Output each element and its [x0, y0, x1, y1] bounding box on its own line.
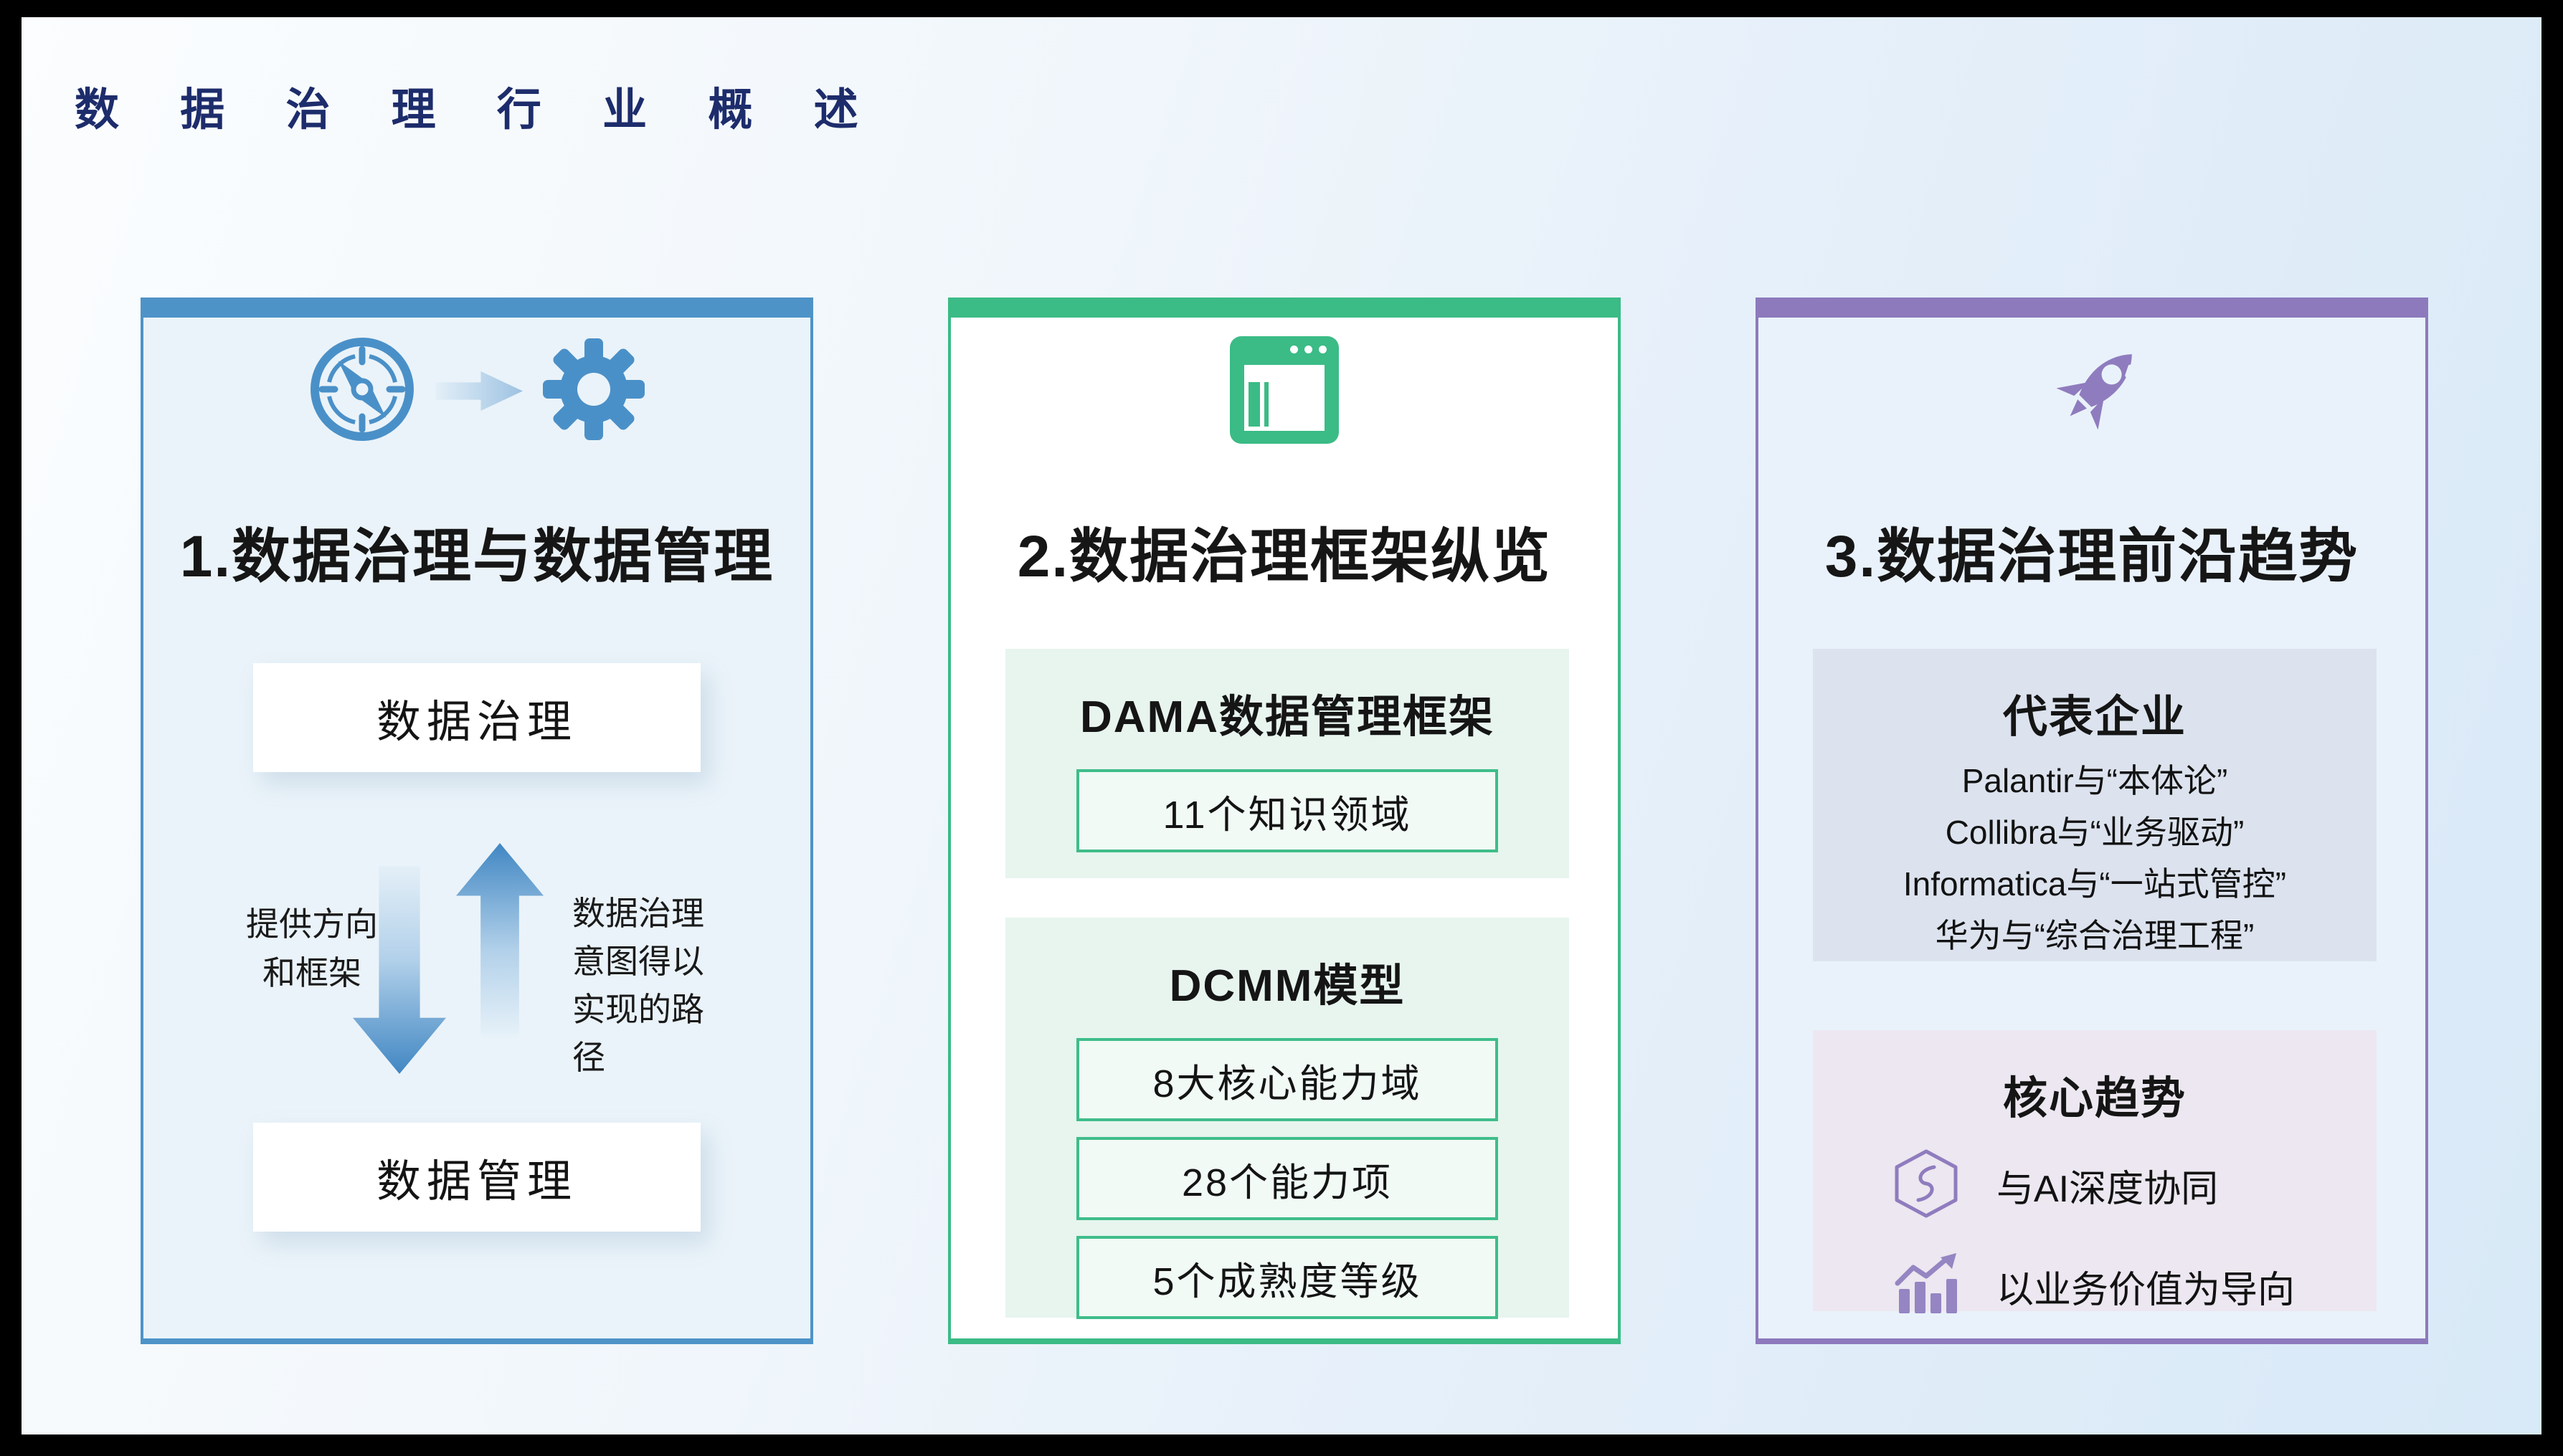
compass-icon [308, 335, 417, 447]
dcmm-item: 28个能力项 [1076, 1137, 1498, 1220]
window-dots [1290, 346, 1327, 353]
dama-section: DAMA数据管理框架 11个知识领域 [1005, 649, 1569, 878]
slide-page: 数 据 治 理 行 业 概 述 [22, 17, 2541, 1434]
card-framework-overview: 2.数据治理框架纵览 DAMA数据管理框架 11个知识领域 DCMM模型 8大核… [948, 298, 1621, 1344]
card2-accent-bar [948, 298, 1621, 318]
dama-item: 11个知识领域 [1076, 769, 1498, 852]
card2-title: 2.数据治理框架纵览 [1017, 524, 1552, 589]
up-arrow-label: 数据治理意图得以实现的路径 [572, 895, 704, 1076]
card3-body: 3.数据治理前沿趋势 代表企业 Palantir与“本体论” Collibra与… [1756, 318, 2428, 1344]
company-line: Palantir与“本体论” [1961, 762, 2228, 799]
dama-heading: DAMA数据管理框架 [1080, 693, 1494, 742]
cards-row: 1.数据治理与数据管理 数据治理 提供方向 和框架 数据治理意图得以实现的路径 … [141, 298, 2428, 1344]
window-frame [1244, 365, 1325, 431]
page-title: 数 据 治 理 行 业 概 述 [75, 85, 883, 135]
dcmm-heading: DCMM模型 [1169, 961, 1406, 1011]
card1-accent-bar [141, 298, 813, 318]
dcmm-item: 5个成熟度等级 [1076, 1236, 1498, 1319]
arrow-right-icon [435, 371, 523, 411]
ai-hexagon-icon [1893, 1148, 1959, 1223]
trend-label: 以业务价值为导向 [1996, 1270, 2296, 1311]
company-line: Collibra与“业务驱动” [1945, 814, 2245, 851]
dcmm-section: DCMM模型 8大核心能力域 28个能力项 5个成熟度等级 [1005, 918, 1569, 1319]
rocket-icon [2031, 333, 2153, 459]
arrow-up-gradient [456, 843, 544, 1038]
card2-body: 2.数据治理框架纵览 DAMA数据管理框架 11个知识领域 DCMM模型 8大核… [948, 318, 1621, 1344]
companies-heading: 代表企业 [2002, 693, 2187, 742]
trend-label: 与AI深度协同 [1996, 1169, 2219, 1210]
down-arrow-label-line2: 和框架 [262, 954, 361, 991]
browser-window-icon [1230, 336, 1339, 444]
trends-section: 核心趋势 与AI深度协同 [1813, 1030, 2377, 1313]
down-arrow-label-line1: 提供方向 [246, 905, 378, 943]
gear-icon [541, 337, 646, 445]
card3-title: 3.数据治理前沿趋势 [1824, 524, 2359, 589]
card-governance-vs-management: 1.数据治理与数据管理 数据治理 提供方向 和框架 数据治理意图得以实现的路径 … [141, 298, 813, 1344]
card3-accent-bar [1756, 298, 2428, 318]
card-frontier-trends: 3.数据治理前沿趋势 代表企业 Palantir与“本体论” Collibra与… [1756, 298, 2428, 1344]
card1-body: 1.数据治理与数据管理 数据治理 提供方向 和框架 数据治理意图得以实现的路径 … [141, 318, 813, 1344]
trend-row: 以业务价值为导向 [1893, 1252, 2377, 1321]
trend-row: 与AI深度协同 [1893, 1148, 2377, 1223]
company-line: Informatica与“一站式管控” [1903, 865, 2287, 903]
governance-box: 数据治理 [253, 663, 701, 772]
dcmm-items: 8大核心能力域 28个能力项 5个成熟度等级 [1076, 1038, 1498, 1319]
down-arrow-label: 提供方向 和框架 [208, 900, 416, 997]
dcmm-item: 8大核心能力域 [1076, 1038, 1498, 1121]
companies-section: 代表企业 Palantir与“本体论” Collibra与“业务驱动” Info… [1813, 649, 2377, 961]
trends-list: 与AI深度协同 [1813, 1148, 2377, 1321]
dama-items: 11个知识领域 [1076, 769, 1498, 852]
card1-title: 1.数据治理与数据管理 [179, 524, 774, 589]
bar-chart-growth-icon [1893, 1252, 1959, 1321]
company-line: 华为与“综合治理工程” [1935, 917, 2255, 954]
management-box: 数据管理 [253, 1123, 701, 1232]
trends-heading: 核心趋势 [2002, 1074, 2187, 1123]
companies-list: Palantir与“本体论” Collibra与“业务驱动” Informati… [1903, 755, 2286, 961]
card1-icon-row [143, 335, 810, 447]
